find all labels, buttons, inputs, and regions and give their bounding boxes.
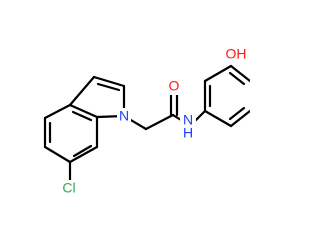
bond-aryl-c3-c4-inner <box>228 71 246 86</box>
bond-aryl-c2-c3 <box>203 64 233 83</box>
amide-nitrogen-label-background <box>180 114 196 138</box>
indole-nitrogen-label: N <box>119 108 129 124</box>
bond-c3-c2 <box>92 75 126 88</box>
hydroxyl-label-background <box>226 46 250 63</box>
bond-c6-c7-inner <box>72 144 93 158</box>
bond-c3-c2-inner <box>96 82 121 92</box>
chemical-structure-diagram: N O N H OH Cl <box>43 46 250 197</box>
bond-aryl-c5-c6-inner <box>228 106 246 121</box>
chlorine-label-background <box>58 180 82 197</box>
amide-hydrogen-label: H <box>183 125 193 141</box>
hydroxyl-label: OH <box>226 46 247 62</box>
amide-nitrogen-label: N <box>183 112 193 128</box>
carbonyl-oxygen-label: O <box>169 78 180 94</box>
bond-c7a-c3a <box>68 103 99 119</box>
bond-carbonyl-amide-n <box>171 113 183 122</box>
bond-aryl-c3-c4 <box>229 64 250 83</box>
bond-c5-c6 <box>43 145 72 164</box>
bond-c3a-c4 <box>43 103 72 120</box>
bond-aryl-c6-c1 <box>203 109 233 128</box>
carbonyl-oxygen-label-background <box>167 79 181 95</box>
indole-nitrogen-label-background <box>117 108 131 124</box>
bond-aryl-c5-c6 <box>229 109 250 128</box>
bond-layer <box>43 64 250 185</box>
chlorine-label: Cl <box>62 180 75 196</box>
bond-c6-c7 <box>68 145 99 164</box>
bond-ch2-carbonyl <box>144 113 175 131</box>
bond-c3a-c3 <box>68 75 96 107</box>
bond-c7a-c3a-inner <box>71 110 93 122</box>
chemical-structure-canvas: N O N H OH Cl <box>43 45 250 197</box>
atom-label-layer: N O N H OH Cl <box>58 46 250 197</box>
